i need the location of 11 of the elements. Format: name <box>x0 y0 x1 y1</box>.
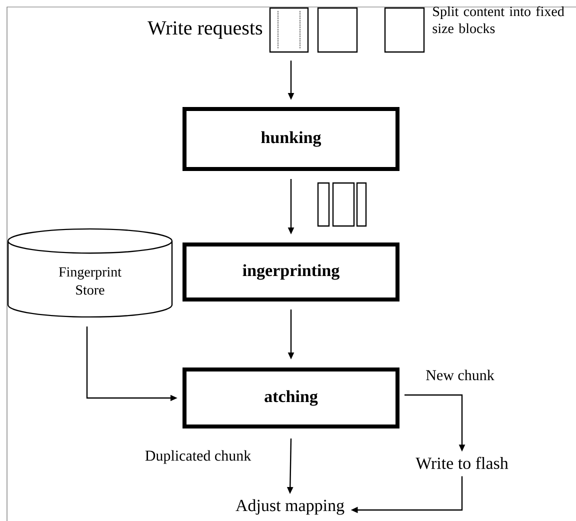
process-box: hunking <box>182 107 400 171</box>
step-text: Adjust mapping <box>236 499 344 515</box>
caption-text: Write requests <box>148 21 262 39</box>
edge-label: Duplicated chunk <box>145 450 252 464</box>
process-box: ingerprinting <box>182 242 400 302</box>
step-text: Write to flash <box>416 456 508 470</box>
database-cylinder: Fingerprint Store <box>7 228 173 318</box>
note-text: Split content into fixed size blocks <box>432 6 564 34</box>
process-box: atching <box>182 368 400 428</box>
edge-label: New chunk <box>426 370 494 380</box>
block-box <box>269 7 309 53</box>
